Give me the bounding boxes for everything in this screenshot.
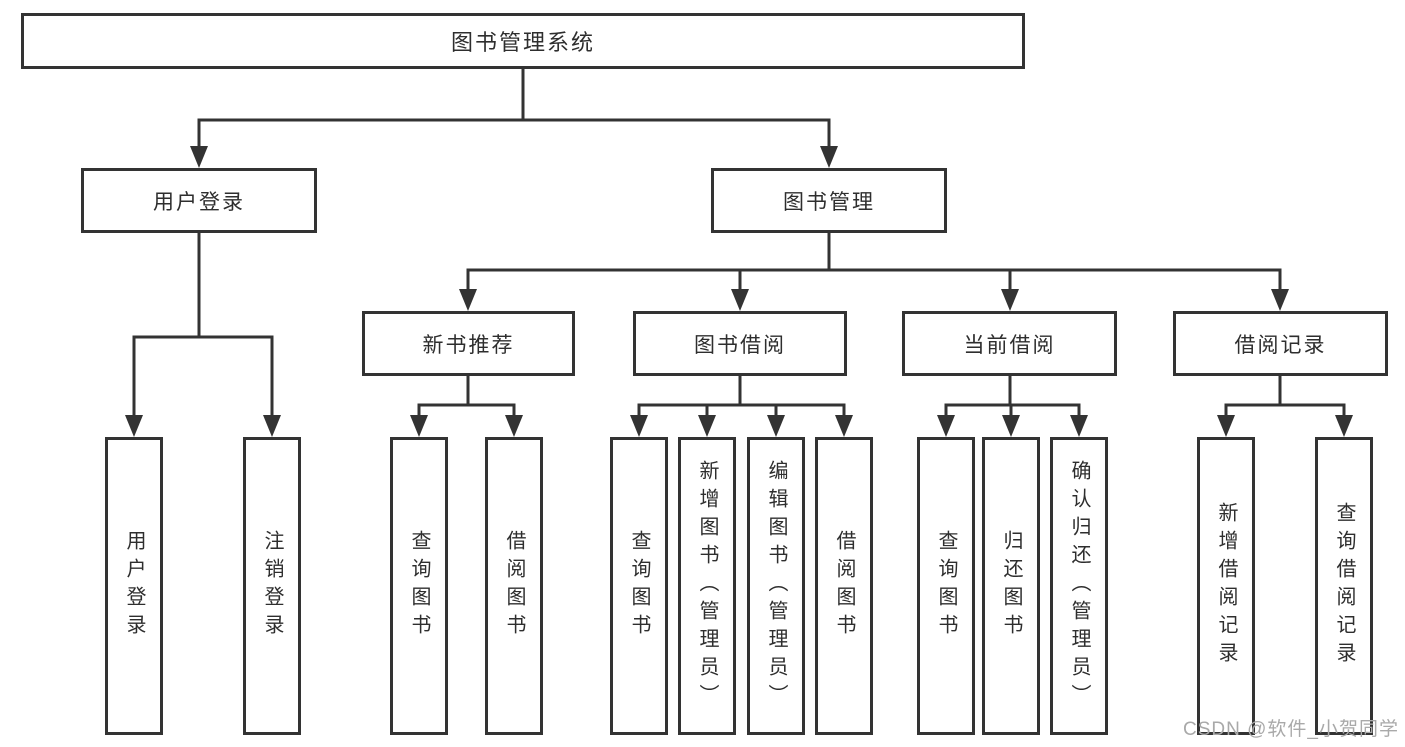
- leaf-recommend-borrow-books-label: 借阅图书: [503, 530, 525, 642]
- leaf-recommend-query-books: 查询图书: [390, 437, 448, 735]
- leaf-borrowing-query-books: 查询图书: [610, 437, 668, 735]
- node-book-management: 图书管理: [711, 168, 947, 233]
- leaf-add-books-admin: 新增图书（管理员）: [678, 437, 736, 735]
- leaf-borrowing-borrow-books-label: 借阅图书: [833, 530, 855, 642]
- leaf-query-borrow-record-label: 查询借阅记录: [1333, 502, 1355, 670]
- node-library-management-system: 图书管理系统: [21, 13, 1025, 69]
- leaf-current-query-books-label: 查询图书: [935, 530, 957, 642]
- node-new-book-recommend: 新书推荐: [362, 311, 575, 376]
- leaf-add-borrow-record: 新增借阅记录: [1197, 437, 1255, 735]
- node-borrow-records: 借阅记录: [1173, 311, 1388, 376]
- leaf-edit-books-admin: 编辑图书（管理员）: [747, 437, 805, 735]
- leaf-logout: 注销登录: [243, 437, 301, 735]
- csdn-watermark: CSDN @软件_小贺同学: [1183, 719, 1399, 740]
- leaf-user-login: 用户登录: [105, 437, 163, 735]
- leaf-borrowing-borrow-books: 借阅图书: [815, 437, 873, 735]
- leaf-edit-books-admin-label: 编辑图书（管理员）: [765, 460, 787, 712]
- leaf-confirm-return-admin: 确认归还（管理员）: [1050, 437, 1108, 735]
- leaf-user-login-label: 用户登录: [123, 530, 145, 642]
- leaf-borrowing-query-books-label: 查询图书: [628, 530, 650, 642]
- leaf-confirm-return-admin-label: 确认归还（管理员）: [1068, 460, 1090, 712]
- leaf-query-borrow-record: 查询借阅记录: [1315, 437, 1373, 735]
- leaf-return-books-label: 归还图书: [1000, 530, 1022, 642]
- node-user-login: 用户登录: [81, 168, 317, 233]
- leaf-recommend-borrow-books: 借阅图书: [485, 437, 543, 735]
- node-book-borrowing: 图书借阅: [633, 311, 847, 376]
- leaf-logout-label: 注销登录: [261, 530, 283, 642]
- leaf-current-query-books: 查询图书: [917, 437, 975, 735]
- leaf-recommend-query-books-label: 查询图书: [408, 530, 430, 642]
- leaf-add-books-admin-label: 新增图书（管理员）: [696, 460, 718, 712]
- leaf-return-books: 归还图书: [982, 437, 1040, 735]
- node-current-borrowing: 当前借阅: [902, 311, 1117, 376]
- leaf-add-borrow-record-label: 新增借阅记录: [1215, 502, 1237, 670]
